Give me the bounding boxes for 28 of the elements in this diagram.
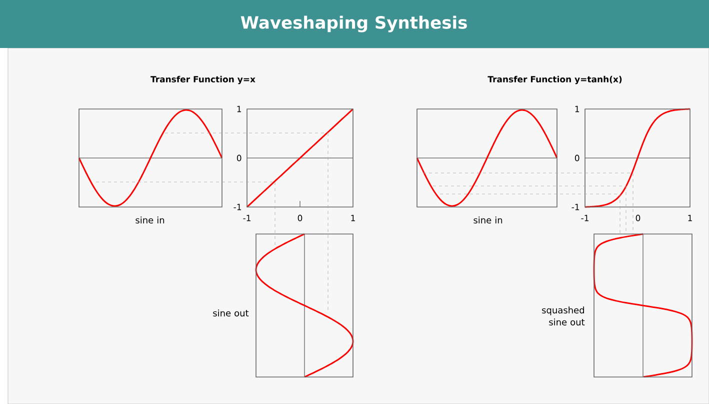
tick-label: 0 <box>574 154 580 162</box>
plot-drawing <box>255 233 354 378</box>
tick-label: 0 <box>636 214 640 222</box>
plot-drawing <box>584 108 690 208</box>
projection-line <box>632 172 634 234</box>
tick-label: 0 <box>298 214 302 222</box>
title-banner: Waveshaping Synthesis <box>0 0 709 48</box>
tick-label: -1 <box>581 214 588 222</box>
tick-label: 1 <box>688 214 692 222</box>
plot-caption: sine out <box>213 310 249 316</box>
plot-drawing <box>416 108 558 208</box>
projection-line <box>164 132 328 134</box>
plot-caption: squashed sine out <box>542 306 585 326</box>
tick-label: 0 <box>236 154 242 162</box>
tick-label: -1 <box>572 204 580 210</box>
tick-label: -1 <box>234 204 242 210</box>
plot-drawing <box>246 108 354 208</box>
plot-drawing <box>593 233 693 378</box>
plot-caption: sine in <box>474 216 502 224</box>
panel-heading: Transfer Function y=tanh(x) <box>488 76 622 84</box>
plot-caption: sine in <box>136 216 164 224</box>
tick-label: 1 <box>575 106 580 112</box>
panel-heading: Transfer Function y=x <box>150 76 256 84</box>
plot-drawing <box>78 108 223 208</box>
projection-line <box>274 182 276 246</box>
tick-label: 1 <box>237 106 242 112</box>
tick-label: 1 <box>351 214 355 222</box>
tick-label: -1 <box>243 214 250 222</box>
